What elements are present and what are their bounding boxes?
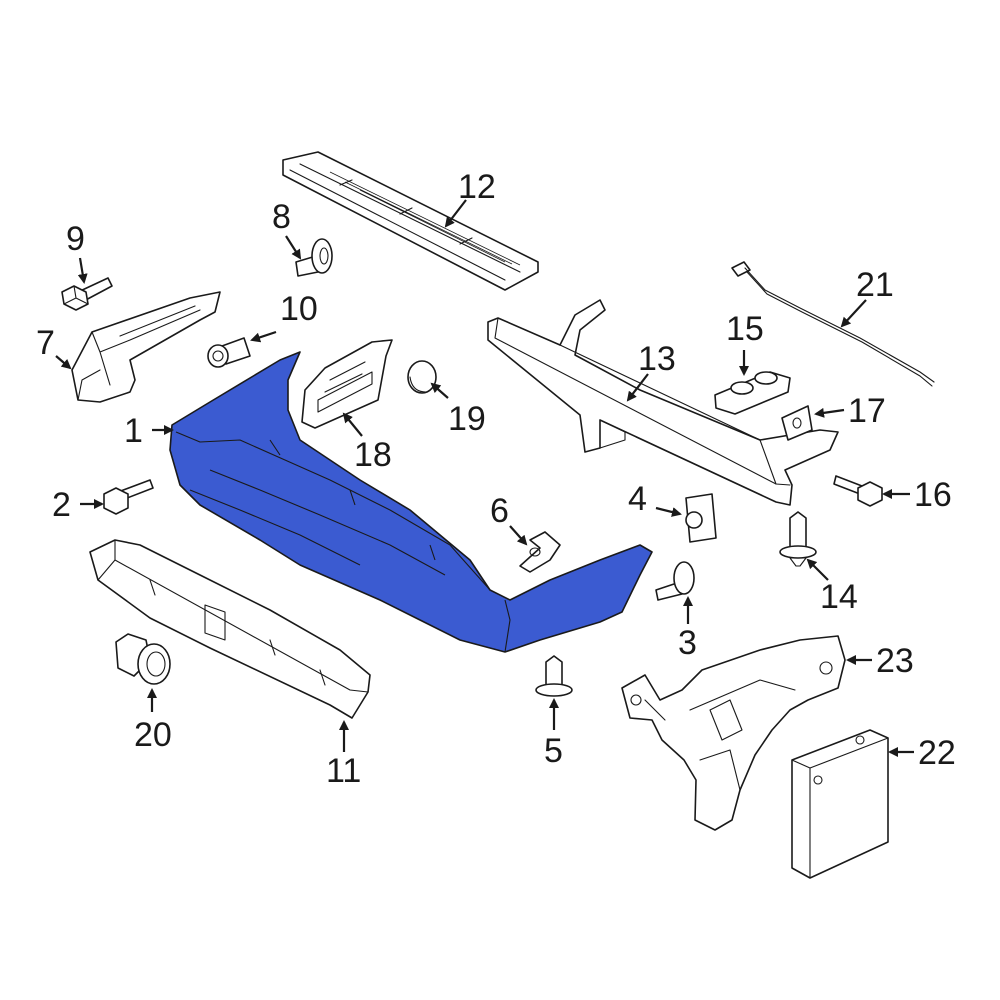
callout-4: 4 — [628, 480, 647, 518]
wire-harness — [731, 261, 935, 387]
push-pin-14 — [779, 511, 817, 567]
callout-19: 19 — [448, 400, 486, 438]
callout-21: 21 — [856, 266, 894, 304]
callout-8: 8 — [272, 198, 291, 236]
callout-13: 13 — [638, 340, 676, 378]
callout-14: 14 — [820, 578, 858, 616]
bumper-cover — [169, 351, 653, 653]
callout-22: 22 — [918, 734, 956, 772]
bushing-10 — [207, 337, 251, 368]
callout-2: 2 — [52, 486, 71, 524]
callout-7: 7 — [36, 324, 55, 362]
clip-17 — [781, 405, 813, 441]
callout-9: 9 — [66, 220, 85, 258]
callout-17: 17 — [848, 392, 886, 430]
callout-3: 3 — [678, 624, 697, 662]
reinforcement-beam — [487, 299, 839, 506]
step-pad — [282, 151, 539, 291]
bolt-9 — [61, 277, 113, 311]
callout-6: 6 — [490, 492, 509, 530]
bracket-18 — [301, 339, 393, 429]
callout-20: 20 — [134, 716, 172, 754]
bolt-2 — [103, 479, 154, 515]
callout-12: 12 — [458, 168, 496, 206]
callout-23: 23 — [876, 642, 914, 680]
bracket-7 — [71, 291, 221, 403]
nut-4 — [685, 493, 717, 543]
energy-absorber — [89, 539, 371, 719]
callout-11: 11 — [326, 752, 361, 790]
sensor-20 — [115, 633, 171, 685]
callout-numbers: 1 2 3 4 5 6 7 8 9 10 11 12 13 14 15 16 1… — [36, 168, 956, 790]
clip-6 — [519, 531, 561, 573]
push-pin-5 — [535, 655, 573, 697]
bumper-pads-15 — [714, 371, 791, 415]
leader-lines — [55, 199, 914, 757]
bracket-23 — [621, 635, 846, 831]
plug-19 — [407, 360, 437, 394]
push-pin-3 — [655, 561, 695, 601]
callout-1: 1 — [124, 412, 143, 450]
callout-15: 15 — [726, 310, 764, 348]
callout-18: 18 — [354, 436, 392, 474]
callout-16: 16 — [914, 476, 952, 514]
callout-5: 5 — [544, 732, 563, 770]
callout-10: 10 — [280, 290, 318, 328]
module-22 — [791, 729, 889, 879]
push-pin-8 — [295, 238, 333, 277]
bolt-16 — [833, 475, 883, 507]
